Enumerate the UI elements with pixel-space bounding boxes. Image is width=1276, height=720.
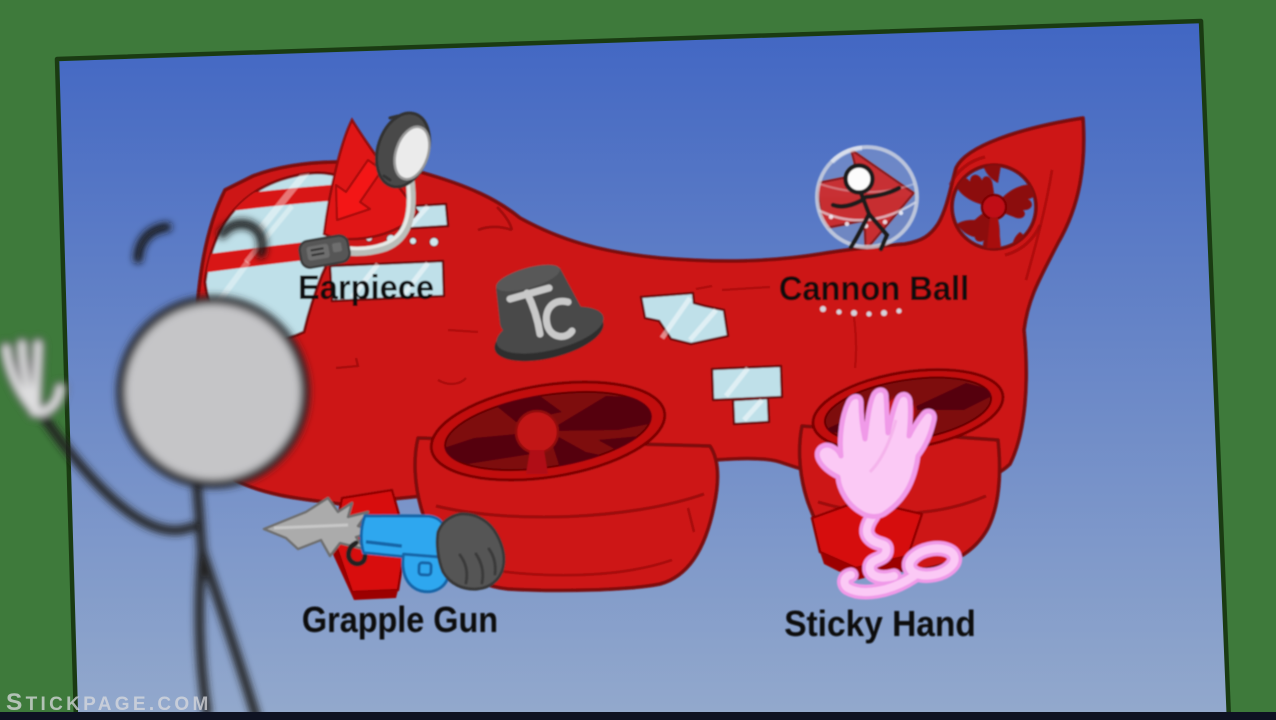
hook-highlight xyxy=(273,523,349,530)
holding-glove xyxy=(435,512,506,591)
grapple-hook-loop xyxy=(346,540,368,567)
item-cannon-ball[interactable]: Cannon Ball xyxy=(779,143,969,308)
bottom-bar xyxy=(0,712,1276,720)
label-grapple-gun[interactable]: Grapple Gun xyxy=(302,600,498,640)
label-sticky-hand[interactable]: Sticky Hand xyxy=(784,605,976,644)
hat-initials xyxy=(506,284,576,340)
sticky-hand-shape xyxy=(814,387,963,600)
earpiece-pad xyxy=(393,125,431,181)
window-glints xyxy=(350,204,764,422)
grapple-flap-shade xyxy=(330,540,398,600)
henry-head xyxy=(116,295,310,489)
toppat-hat-emblem xyxy=(494,264,604,362)
henry-leg-left xyxy=(194,546,212,717)
henry-stickman xyxy=(0,219,310,720)
label-earpiece[interactable]: Earpiece xyxy=(298,269,434,307)
cannonball-stickman xyxy=(830,163,902,252)
item-earpiece[interactable]: Earpiece xyxy=(298,106,439,307)
henry-eyebrows xyxy=(133,219,267,264)
item-grapple-gun[interactable]: Grapple Gun xyxy=(262,488,506,640)
earpiece-mic-arm xyxy=(341,175,416,256)
henry-leg-right xyxy=(197,546,262,720)
earpiece-body-pack xyxy=(298,234,351,269)
henry-torso xyxy=(191,473,207,556)
mic-arm-highlight xyxy=(346,180,411,251)
hull-rivets-right xyxy=(820,306,902,317)
item-sticky-hand[interactable]: Sticky Hand xyxy=(784,387,976,644)
earpiece-cup-marks xyxy=(382,114,400,182)
stickpage-watermark: STICKPAGE.COM xyxy=(6,689,212,716)
label-cannon-ball[interactable]: Cannon Ball xyxy=(779,270,969,308)
henry-hand-wave xyxy=(0,337,67,420)
henry-arm-left xyxy=(35,407,197,535)
